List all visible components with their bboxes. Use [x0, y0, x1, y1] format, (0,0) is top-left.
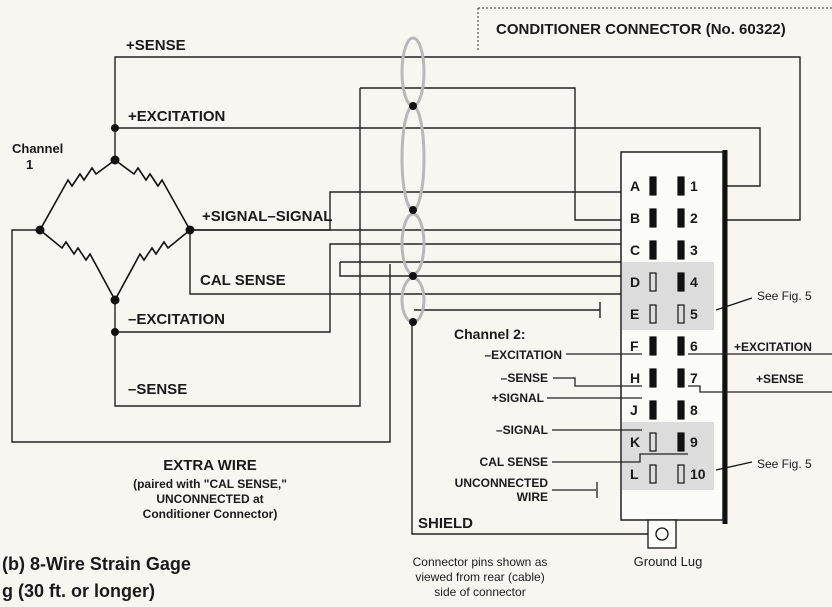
- footnote-line2: viewed from rear (cable): [415, 570, 544, 584]
- wire-to-pin-4: [339, 262, 688, 277]
- ground-lug: [647, 519, 677, 549]
- pin-socket-3: [677, 240, 685, 260]
- pin-socket-7: [677, 368, 685, 388]
- pin-socket-E: [649, 304, 657, 324]
- label-channel1-line2: 1: [26, 157, 33, 172]
- pin-label-8: 8: [690, 402, 698, 418]
- channel2-unconnected-line1: UNCONNECTED: [455, 476, 549, 490]
- wires: [11, 56, 801, 535]
- pin-label-L: L: [630, 466, 639, 482]
- wire-to-pin-b: [360, 87, 642, 221]
- pin-label-D: D: [630, 274, 640, 290]
- label-minus-sense: –SENSE: [128, 381, 187, 398]
- pin-label-9: 9: [690, 434, 698, 450]
- pin-socket-F: [649, 336, 657, 356]
- ground-lug-label: Ground Lug: [634, 554, 703, 569]
- extra-wire-title: EXTRA WIRE: [163, 457, 257, 474]
- channel2-plus-excitation: +EXCITATION: [734, 340, 812, 354]
- pin-socket-H: [649, 368, 657, 388]
- channel2-title: Channel 2:: [454, 326, 526, 342]
- pin-label-B: B: [630, 210, 640, 226]
- cable-nodes: [409, 102, 417, 326]
- label-signal-pair: +SIGNAL–SIGNAL: [202, 208, 332, 225]
- caption-line1: (b) 8-Wire Strain Gage: [2, 554, 191, 574]
- channel2-minus-sense: –SENSE: [501, 371, 548, 385]
- channel2-minus-signal: –SIGNAL: [496, 423, 548, 437]
- pin-label-K: K: [630, 434, 640, 450]
- wire-extra: [11, 229, 391, 443]
- see-fig-bottom: See Fig. 5: [757, 457, 812, 471]
- footnote-line1: Connector pins shown as: [413, 555, 548, 569]
- see-fig-bottom-pointer: [715, 461, 753, 471]
- connector-shaded-rows: [622, 262, 714, 490]
- pin-label-4: 4: [690, 274, 698, 290]
- pin-label-3: 3: [690, 242, 698, 258]
- channel2-minus-excitation: –EXCITATION: [484, 348, 562, 362]
- see-fig-top-pointer: [715, 297, 753, 311]
- pin-socket-D: [649, 272, 657, 292]
- channel2-plus-sense: +SENSE: [756, 372, 804, 386]
- pin-socket-8: [677, 400, 685, 420]
- see-fig-top: See Fig. 5: [757, 289, 812, 303]
- wire-minus-sense: [114, 308, 361, 407]
- label-channel1-line1: Channel: [12, 141, 63, 156]
- pin-label-10: 10: [690, 466, 706, 482]
- pin-label-E: E: [630, 306, 639, 322]
- label-plus-excitation: +EXCITATION: [128, 108, 225, 125]
- pin-label-H: H: [630, 370, 640, 386]
- pin-socket-A: [649, 176, 657, 196]
- pin-label-A: A: [630, 178, 640, 194]
- extra-wire-line1: (paired with "CAL SENSE,": [133, 477, 287, 491]
- label-plus-sense: +SENSE: [126, 37, 186, 54]
- pin-label-C: C: [630, 242, 640, 258]
- pin-socket-L: [649, 464, 657, 484]
- pin-socket-1: [677, 176, 685, 196]
- bridge: [39, 159, 191, 301]
- pin-socket-B: [649, 208, 657, 228]
- channel2-cal-sense: CAL SENSE: [480, 455, 548, 469]
- pin-socket-C: [649, 240, 657, 260]
- extra-wire-line2: UNCONNECTED at: [156, 492, 263, 506]
- wire-cal-sense-run: [189, 230, 640, 295]
- channel2-leads: [547, 353, 832, 491]
- pin-socket-9: [677, 432, 685, 452]
- pin-label-6: 6: [690, 338, 698, 354]
- bridge-nodes: [35, 124, 195, 336]
- extra-wire-line3: Conditioner Connector): [143, 507, 278, 521]
- connector-pins: A 1B 2C 3D 4E 5F 6H 7J 8K 9L 10: [630, 176, 706, 484]
- pin-socket-6: [677, 336, 685, 356]
- pin-socket-4: [677, 272, 685, 292]
- footnote-line3: side of connector: [434, 585, 525, 599]
- connector-title: CONDITIONER CONNECTOR (No. 60322): [496, 21, 786, 38]
- pin-label-1: 1: [690, 178, 698, 194]
- pin-label-F: F: [630, 338, 639, 354]
- channel2-unconnected-line2: WIRE: [517, 490, 548, 504]
- pin-socket-5: [677, 304, 685, 324]
- pin-label-7: 7: [690, 370, 698, 386]
- caption-line2: g (30 ft. or longer): [2, 581, 155, 601]
- wire-shield: [411, 320, 648, 535]
- pin-socket-2: [677, 208, 685, 228]
- pin-label-2: 2: [690, 210, 698, 226]
- shield-label: SHIELD: [418, 515, 473, 532]
- wire-minus-excitation: [114, 243, 688, 333]
- channel2-plus-signal: +SIGNAL: [492, 391, 544, 405]
- ground-lug-hole: [655, 527, 669, 541]
- pin-socket-10: [677, 464, 685, 484]
- pin-label-J: J: [630, 402, 638, 418]
- label-minus-excitation: –EXCITATION: [128, 311, 225, 328]
- pin-socket-J: [649, 400, 657, 420]
- wire-plus-sense: [114, 56, 801, 221]
- pin-label-5: 5: [690, 306, 698, 322]
- label-cal-sense: CAL SENSE: [200, 272, 286, 289]
- pin-socket-K: [649, 432, 657, 452]
